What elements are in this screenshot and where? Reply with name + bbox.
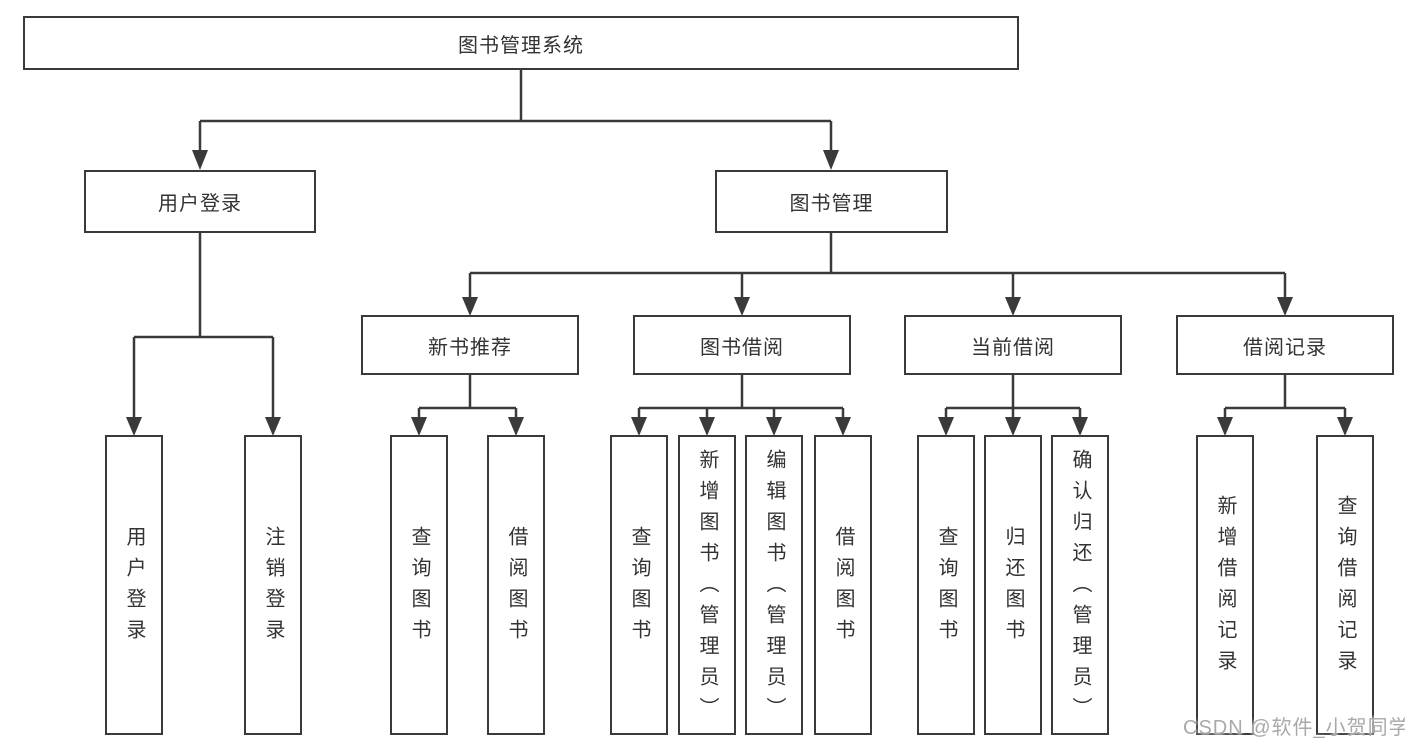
node-book-management: 图书管理 [715,170,948,233]
node-root-system: 图书管理系统 [23,16,1019,70]
leaf-borrow-books: 借阅图书 [487,435,545,735]
leaf-query-books: 查询图书 [390,435,448,735]
node-user-login: 用户登录 [84,170,316,233]
node-new-book-recommend: 新书推荐 [361,315,579,375]
leaf-logout: 注销登录 [244,435,302,735]
leaf-query-borrow-record: 查询借阅记录 [1316,435,1374,735]
arrowheads [126,150,1353,436]
leaf-borrow-books-2: 借阅图书 [814,435,872,735]
leaf-return-books: 归还图书 [984,435,1042,735]
node-current-borrow: 当前借阅 [904,315,1122,375]
node-borrow-records: 借阅记录 [1176,315,1394,375]
leaf-query-books-2: 查询图书 [610,435,668,735]
node-book-borrow: 图书借阅 [633,315,851,375]
leaf-edit-books-admin: 编辑图书（管理员） [745,435,803,735]
leaf-query-books-3: 查询图书 [917,435,975,735]
leaf-confirm-return-admin: 确认归还（管理员） [1051,435,1109,735]
csdn-watermark: CSDN @软件_小贺同学 [1183,717,1405,739]
leaf-add-borrow-record: 新增借阅记录 [1196,435,1254,735]
leaf-add-books-admin: 新增图书（管理员） [678,435,736,735]
leaf-user-login: 用户登录 [105,435,163,735]
